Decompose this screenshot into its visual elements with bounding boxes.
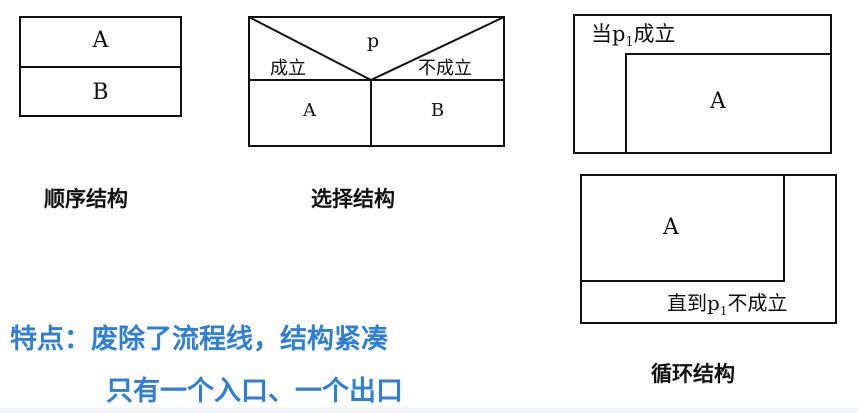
selection-branch-b: B	[430, 100, 445, 121]
selection-yes-label: 成立	[270, 58, 306, 79]
sequence-block-b: B	[92, 80, 109, 105]
feature-line-2: 只有一个入口、一个出口	[106, 376, 403, 407]
selection-branch-divider	[370, 79, 372, 147]
bottom-shade	[0, 404, 858, 413]
selection-caption: 选择结构	[311, 187, 395, 211]
while-loop-body-box	[625, 53, 832, 154]
sequence-divider	[19, 66, 182, 68]
selection-no-label: 不成立	[418, 58, 472, 79]
selection-branch-a: A	[303, 100, 316, 121]
loop-caption: 循环结构	[651, 362, 735, 386]
while-loop-condition: 当p1成立	[591, 22, 676, 50]
until-loop-body: A	[663, 215, 679, 240]
selection-divider	[248, 79, 505, 81]
feature-line-1: 特点：废除了流程线，结构紧凑	[10, 324, 388, 355]
until-loop-condition: 直到p1不成立	[667, 291, 788, 318]
while-loop-body: A	[710, 89, 726, 114]
until-loop-body-box	[580, 174, 785, 282]
sequence-caption: 顺序结构	[44, 187, 128, 211]
selection-condition: p	[367, 30, 380, 52]
sequence-block-a: A	[92, 28, 109, 53]
